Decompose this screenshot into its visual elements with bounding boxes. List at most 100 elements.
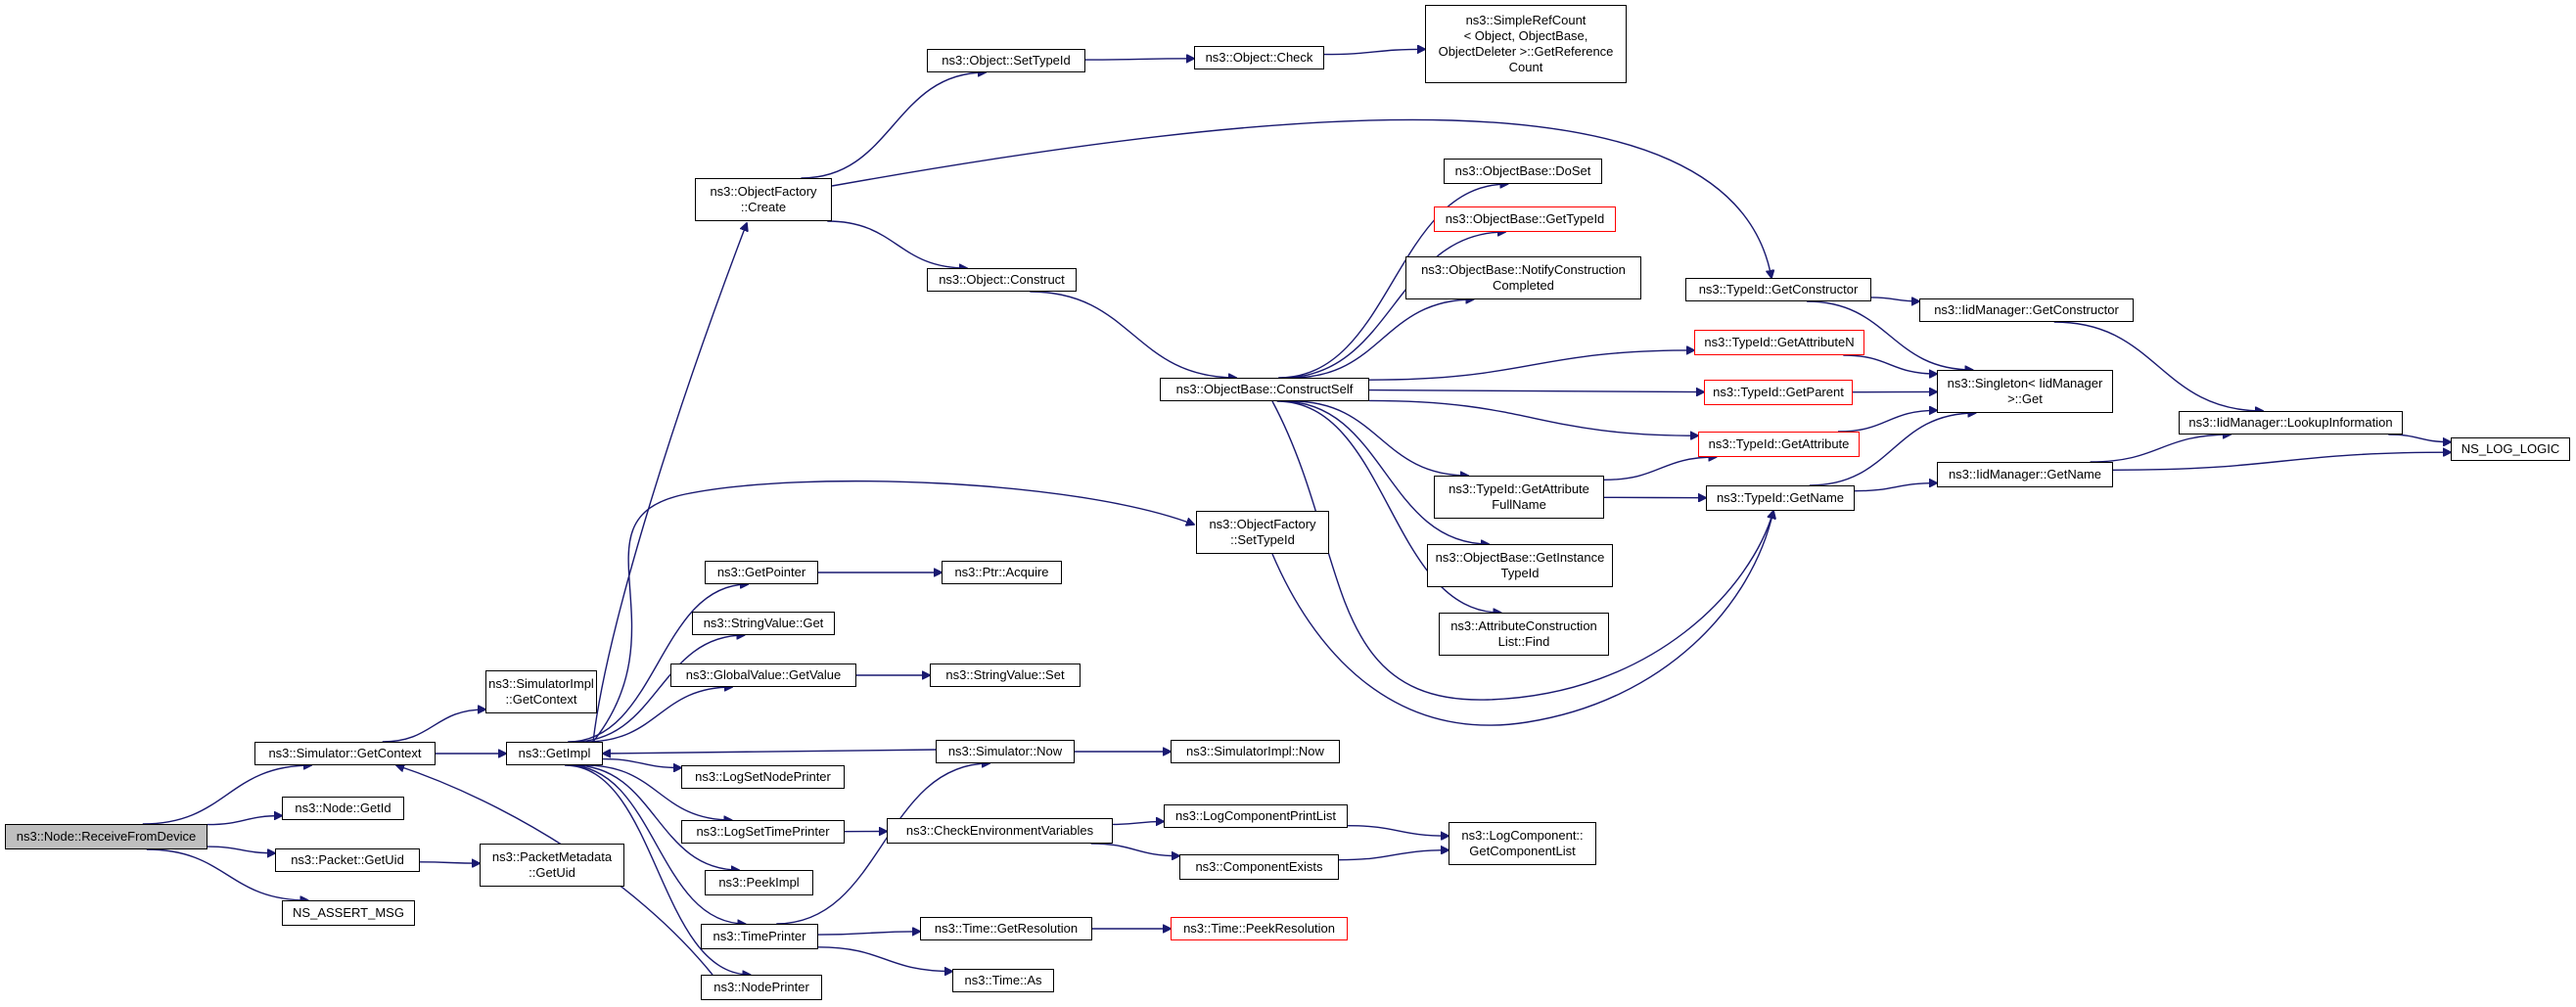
edge-objcheck-to-simplerefcount [1323,49,1425,56]
node-attrconstrfind[interactable]: ns3::AttributeConstruction List::Find [1439,613,1609,656]
edge-iidgetname-to-iidlookup [2090,435,2231,463]
node-pmuid[interactable]: ns3::PacketMetadata ::GetUid [480,844,624,887]
edge-getattrfullname-to-tidgetattr [1603,457,1717,481]
edge-objsettypeid-to-objcheck [1084,59,1194,60]
edge-constructself-to-getinstancetypeid [1281,400,1489,544]
node-logsettime[interactable]: ns3::LogSetTimePrinter [681,820,845,844]
edge-constructself-to-tidgetparent [1368,390,1704,392]
node-objsettypeid[interactable]: ns3::Object::SetTypeId [927,49,1085,72]
node-ofsettypeid[interactable]: ns3::ObjectFactory ::SetTypeId [1196,511,1329,554]
edge-receive-to-nsassert [146,848,308,900]
node-timeas[interactable]: ns3::Time::As [952,969,1054,992]
edge-tidgetattr-to-singletonget [1837,410,1937,433]
edge-objconstruct-to-constructself [1030,291,1236,378]
node-strset[interactable]: ns3::StringValue::Set [930,664,1081,687]
edge-getimpl-to-logsetnode [602,757,681,768]
edge-ofsettypeid-to-tidgetname [1271,511,1773,726]
node-getimpl[interactable]: ns3::GetImpl [506,742,603,765]
edge-getimpl-to-timeprinter [567,764,746,924]
node-pktuid[interactable]: ns3::Packet::GetUid [275,848,420,872]
edge-iidgetname-to-nslog [2112,452,2451,471]
edge-simgetctx-to-simimplctx [382,709,485,743]
edge-constructself-to-attrconstrfind [1276,400,1501,613]
edge-receive-to-simgetctx [142,765,311,825]
edge-simnow-to-getimpl [603,749,937,754]
node-singletonget[interactable]: ns3::Singleton< IidManager >::Get [1937,370,2113,413]
call-edges [142,49,2451,975]
node-receive: ns3::Node::ReceiveFromDevice [5,824,207,849]
edge-constructself-to-obgettypeid [1282,232,1505,379]
edge-ofcreate-to-objconstruct [827,220,967,268]
node-timeprinter[interactable]: ns3::TimePrinter [701,924,818,949]
edge-checkenv-to-logcompprint [1112,821,1164,824]
edge-checkenv-to-compexists [1090,843,1179,856]
edge-constructself-to-notifyconstr [1291,299,1474,379]
node-nodeprinter[interactable]: ns3::NodePrinter [701,975,822,1000]
node-objconstruct[interactable]: ns3::Object::Construct [927,268,1077,292]
edge-timeprinter-to-simnow [776,763,989,925]
edge-tidgetname-to-singletonget [1809,413,1976,486]
node-iidgetconstructor[interactable]: ns3::IidManager::GetConstructor [1919,298,2134,322]
node-tidgetconstructor[interactable]: ns3::TypeId::GetConstructor [1685,278,1871,301]
edge-getimpl-to-gvgetvalue [585,687,733,743]
edge-pktuid-to-pmuid [419,862,480,863]
node-doset[interactable]: ns3::ObjectBase::DoSet [1444,159,1602,184]
node-logcompgetlist[interactable]: ns3::LogComponent:: GetComponentList [1449,822,1596,865]
edge-constructself-to-getattrfullname [1292,400,1468,476]
node-simimplctx[interactable]: ns3::SimulatorImpl ::GetContext [485,670,597,713]
edge-ofcreate-to-tidgetconstructor [831,118,1771,278]
node-peekimpl[interactable]: ns3::PeekImpl [705,870,813,895]
node-getpointer[interactable]: ns3::GetPointer [705,561,818,584]
node-simgetctx[interactable]: ns3::Simulator::GetContext [254,742,436,765]
node-simnow[interactable]: ns3::Simulator::Now [936,740,1075,763]
node-notifyconstr[interactable]: ns3::ObjectBase::NotifyConstruction Comp… [1405,256,1641,299]
node-logsetnode[interactable]: ns3::LogSetNodePrinter [681,765,845,789]
node-getattrfullname[interactable]: ns3::TypeId::GetAttribute FullName [1434,476,1604,519]
edge-tidgetconstructor-to-iidgetconstructor [1870,297,1919,301]
node-compexists[interactable]: ns3::ComponentExists [1179,854,1339,880]
node-nsassert[interactable]: NS_ASSERT_MSG [282,900,415,926]
edge-timeprinter-to-timeas [817,946,952,972]
edge-constructself-to-tidgetattrn [1368,350,1694,381]
node-checkenv[interactable]: ns3::CheckEnvironmentVariables [887,818,1113,844]
node-peekres[interactable]: ns3::Time::PeekResolution [1171,917,1348,940]
node-ptracquire[interactable]: ns3::Ptr::Acquire [942,561,1062,584]
edge-constructself-to-doset [1278,184,1507,379]
node-objcheck[interactable]: ns3::Object::Check [1194,46,1324,69]
edge-getimpl-to-strget [573,635,745,743]
edge-compexists-to-logcompgetlist [1338,850,1449,861]
node-tidgetname[interactable]: ns3::TypeId::GetName [1706,485,1855,511]
edge-iidlookup-to-nslog [2388,434,2451,442]
edge-tidgetconstructor-to-singletonget [1807,300,1973,370]
edge-getimpl-to-peekimpl [573,764,739,870]
node-nodegetid[interactable]: ns3::Node::GetId [282,797,404,820]
edge-ofcreate-to-objsettypeid [801,72,986,179]
edge-constructself-to-tidgetattr [1368,399,1698,435]
edge-receive-to-pktuid [207,846,275,853]
node-ofcreate[interactable]: ns3::ObjectFactory ::Create [695,178,832,221]
node-getinstancetypeid[interactable]: ns3::ObjectBase::GetInstance TypeId [1427,544,1613,587]
node-gvgetvalue[interactable]: ns3::GlobalValue::GetValue [670,664,856,687]
node-strget[interactable]: ns3::StringValue::Get [692,612,835,635]
edge-getimpl-to-nodeprinter [565,764,750,975]
node-iidlookup[interactable]: ns3::IidManager::LookupInformation [2179,411,2403,435]
node-tidgetattr[interactable]: ns3::TypeId::GetAttribute [1698,432,1860,457]
edge-receive-to-nodegetid [207,816,282,826]
node-constructself[interactable]: ns3::ObjectBase::ConstructSelf [1160,378,1369,401]
edge-logcompprint-to-logcompgetlist [1347,825,1449,837]
node-tidgetparent[interactable]: ns3::TypeId::GetParent [1704,380,1853,405]
node-timegetres[interactable]: ns3::Time::GetResolution [920,917,1092,940]
node-iidgetname[interactable]: ns3::IidManager::GetName [1937,462,2113,487]
node-obgettypeid[interactable]: ns3::ObjectBase::GetTypeId [1434,206,1616,232]
node-simimplnow[interactable]: ns3::SimulatorImpl::Now [1171,740,1340,763]
edge-tidgetattrn-to-singletonget [1843,354,1937,374]
edge-timeprinter-to-timegetres [817,932,920,935]
node-simplerefcount[interactable]: ns3::SimpleRefCount < Object, ObjectBase… [1425,5,1627,83]
edge-iidgetconstructor-to-iidlookup [2053,321,2264,411]
node-logcompprint[interactable]: ns3::LogComponentPrintList [1164,804,1348,828]
node-nslog[interactable]: NS_LOG_LOGIC [2451,437,2570,461]
edge-getimpl-to-ofsettypeid [592,480,1194,743]
edge-getimpl-to-logsettime [585,764,732,820]
node-tidgetattrn[interactable]: ns3::TypeId::GetAttributeN [1694,330,1864,355]
